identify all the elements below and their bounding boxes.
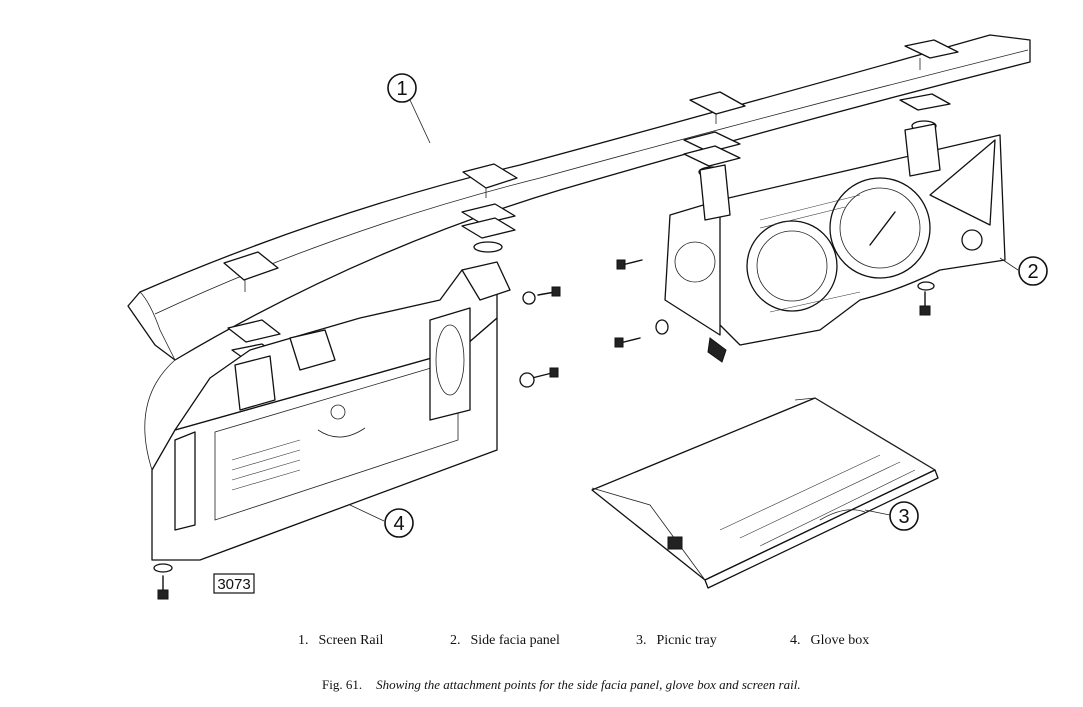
legend-number: 1. bbox=[298, 633, 309, 648]
reference-code-text: 3073 bbox=[217, 576, 250, 593]
callout-1: 1 bbox=[387, 73, 417, 103]
parts-legend: 1. Screen Rail 2. Side facia panel 3. Picni… bbox=[0, 633, 1083, 653]
figure-caption: Fig. 61. Showing the attachment points fo… bbox=[322, 677, 801, 693]
legend-number: 2. bbox=[450, 633, 461, 648]
legend-item-side-facia-panel: 2. Side facia panel bbox=[450, 633, 560, 649]
leader-lines bbox=[349, 99, 1019, 522]
fasteners bbox=[153, 259, 935, 600]
reference-code: 3073 bbox=[213, 573, 255, 594]
callout-3-number: 3 bbox=[898, 506, 909, 528]
legend-item-screen-rail: 1. Screen Rail bbox=[298, 633, 383, 649]
callout-4: 4 bbox=[384, 508, 414, 538]
callout-3: 3 bbox=[889, 501, 919, 531]
legend-number: 3. bbox=[636, 633, 647, 648]
screen-rail-drawing bbox=[127, 34, 1031, 361]
side-facia-panel-drawing bbox=[664, 123, 1006, 363]
glove-box-drawing bbox=[144, 261, 511, 561]
figure-number: Fig. 61. bbox=[322, 677, 363, 692]
legend-label: Side facia panel bbox=[470, 633, 560, 648]
callout-2: 2 bbox=[1018, 256, 1048, 286]
legend-label: Glove box bbox=[810, 633, 870, 648]
callout-4-number: 4 bbox=[393, 513, 404, 535]
legend-number: 4. bbox=[790, 633, 801, 648]
picnic-tray-drawing bbox=[591, 397, 939, 589]
legend-label: Picnic tray bbox=[656, 633, 717, 648]
legend-label: Screen Rail bbox=[318, 633, 384, 648]
callout-1-number: 1 bbox=[396, 78, 407, 100]
callout-2-number: 2 bbox=[1027, 261, 1038, 283]
legend-item-glove-box: 4. Glove box bbox=[790, 633, 869, 649]
legend-item-picnic-tray: 3. Picnic tray bbox=[636, 633, 717, 649]
exploded-diagram: 1 2 3 4 3073 bbox=[127, 34, 1048, 600]
caption-text: Showing the attachment points for the si… bbox=[376, 677, 801, 692]
